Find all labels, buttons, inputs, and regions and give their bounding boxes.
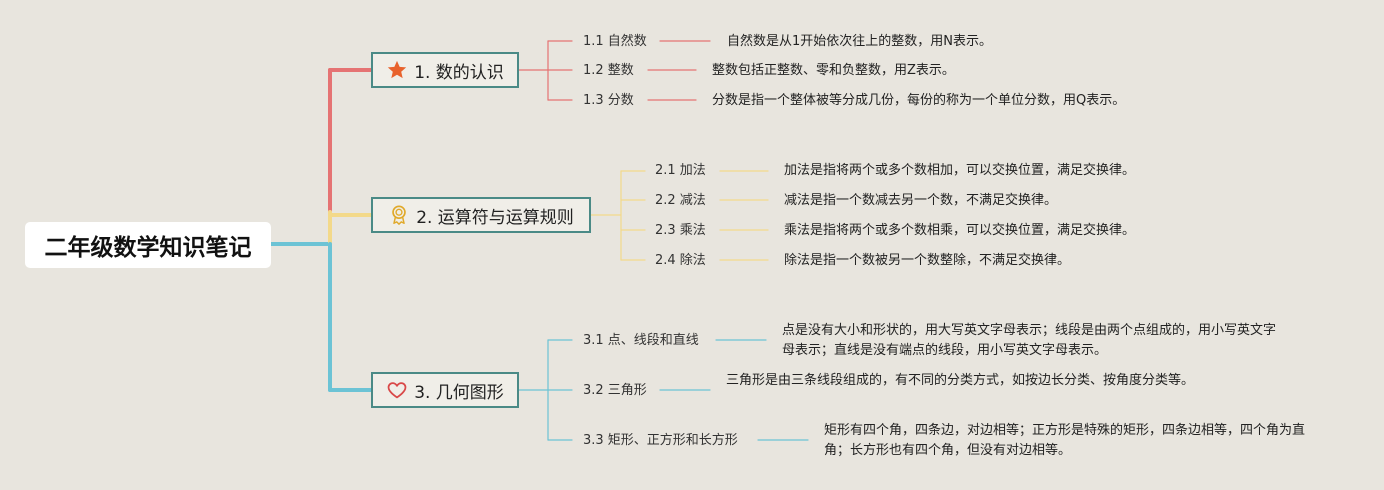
branch-label: 3. 几何图形	[414, 382, 504, 403]
topic-natural-numbers-desc: 自然数是从1开始依次往上的整数，用N表示。	[727, 34, 992, 49]
topic-integers-desc: 整数包括正整数、零和负整数，用Z表示。	[712, 63, 955, 78]
topic-triangle-desc: 三角形是由三条线段组成的，有不同的分类方式，如按边长分类、按角度分类等。	[726, 373, 1195, 388]
topic-subtraction[interactable]: 2.2 减法	[655, 193, 706, 208]
topic-triangle[interactable]: 3.2 三角形	[583, 383, 647, 398]
branch-geometry[interactable]: 3. 几何图形	[371, 372, 519, 408]
branch-number-recognition[interactable]: 1. 数的认识	[371, 52, 519, 88]
topic-points-lines[interactable]: 3.1 点、线段和直线	[583, 333, 699, 348]
topic-points-lines-desc: 点是没有大小和形状的，用大写英文字母表示；线段是由两个点组成的，用小写英文字母表…	[782, 323, 1277, 358]
root-node[interactable]: 二年级数学知识笔记	[25, 222, 271, 268]
topic-integers[interactable]: 1.2 整数	[583, 63, 634, 78]
branch-operators[interactable]: 2. 运算符与运算规则	[371, 197, 591, 233]
topic-division[interactable]: 2.4 除法	[655, 253, 706, 268]
topic-rectangles-desc: 矩形有四个角，四条边，对边相等；正方形是特殊的矩形，四条边相等，四个角为直角；长…	[824, 423, 1306, 458]
heart-icon	[386, 379, 408, 401]
topic-addition-desc: 加法是指将两个或多个数相加，可以交换位置，满足交换律。	[784, 163, 1136, 178]
topic-fractions[interactable]: 1.3 分数	[583, 93, 634, 108]
topic-fractions-desc: 分数是指一个整体被等分成几份，每份的称为一个单位分数，用Q表示。	[712, 93, 1126, 108]
topic-subtraction-desc: 减法是指一个数减去另一个数，不满足交换律。	[784, 193, 1058, 208]
topic-division-desc: 除法是指一个数被另一个数整除，不满足交换律。	[784, 253, 1071, 268]
topic-natural-numbers[interactable]: 1.1 自然数	[583, 34, 647, 49]
award-badge-icon	[388, 204, 410, 226]
topic-multiplication-desc: 乘法是指将两个或多个数相乘，可以交换位置，满足交换律。	[784, 223, 1136, 238]
topic-multiplication[interactable]: 2.3 乘法	[655, 223, 706, 238]
star-icon	[386, 59, 408, 81]
branch-label: 2. 运算符与运算规则	[416, 207, 574, 228]
topic-addition[interactable]: 2.1 加法	[655, 163, 706, 178]
root-title: 二年级数学知识笔记	[44, 235, 252, 261]
topic-rectangles[interactable]: 3.3 矩形、正方形和长方形	[583, 433, 738, 448]
branch-label: 1. 数的认识	[414, 62, 504, 83]
